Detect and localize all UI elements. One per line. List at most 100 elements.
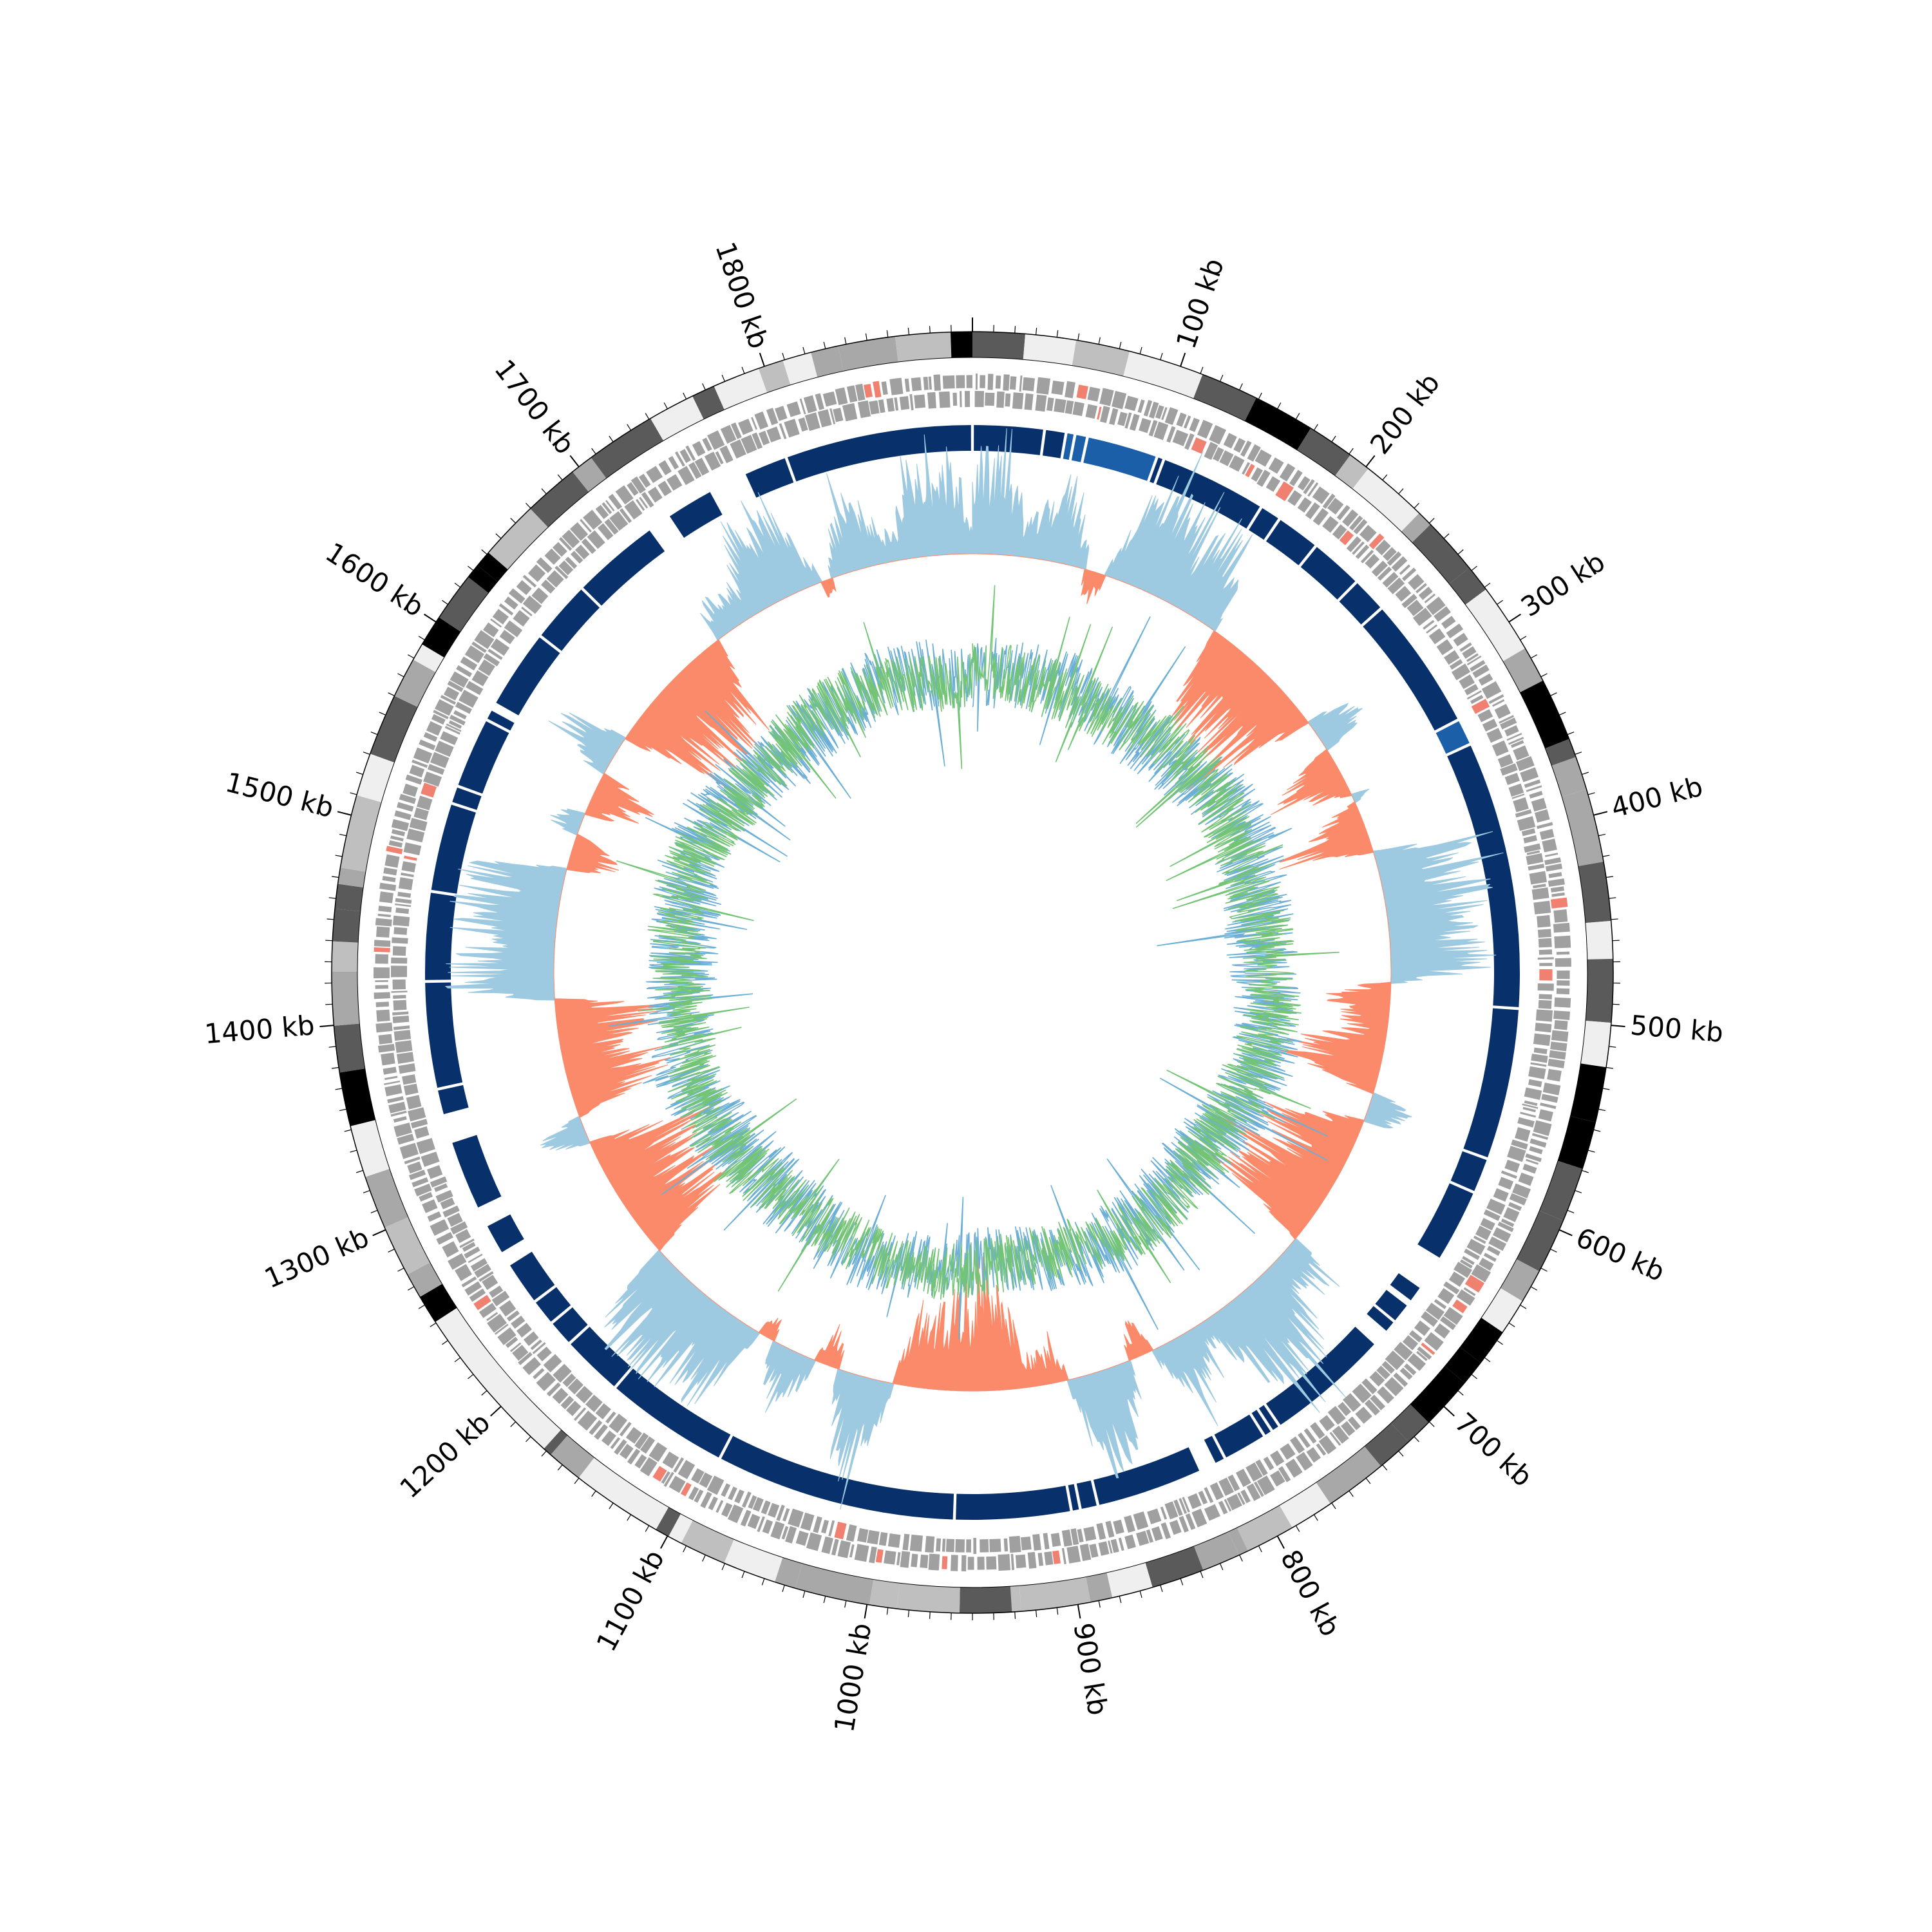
gc-skew-negative	[553, 553, 1392, 1392]
gene-block	[967, 1557, 974, 1570]
gene-block	[619, 1444, 634, 1459]
gene-block	[942, 375, 955, 389]
minor-tick	[510, 518, 516, 524]
gene-block	[414, 1126, 430, 1139]
ideogram-band	[1520, 680, 1569, 749]
minor-tick	[1014, 1611, 1016, 1619]
gene-block	[652, 1466, 667, 1482]
minor-tick	[1605, 1066, 1613, 1069]
gene-block	[1550, 886, 1564, 893]
gene-block	[1401, 594, 1417, 609]
gene-block	[730, 422, 742, 439]
gene-block	[1176, 412, 1187, 427]
gene-block	[658, 480, 672, 497]
gene-block	[803, 395, 817, 413]
minor-tick	[1077, 333, 1080, 341]
gene-block	[449, 714, 466, 726]
gene-block	[815, 393, 824, 410]
minor-tick	[1414, 1436, 1419, 1443]
ideogram-band	[591, 418, 664, 478]
gene-block	[474, 1264, 491, 1278]
gene-block	[605, 500, 615, 512]
gene-block	[426, 721, 442, 736]
gene-block	[383, 867, 397, 876]
minor-tick	[350, 792, 357, 795]
gene-block	[1296, 1452, 1313, 1471]
gene-block	[1097, 406, 1102, 420]
minor-tick	[335, 855, 343, 857]
ideogram-band	[1193, 374, 1256, 421]
gene-block	[1307, 482, 1319, 497]
gene-block	[460, 656, 478, 671]
gene-block	[821, 1536, 833, 1555]
gene-block	[928, 376, 933, 390]
gene-block	[402, 1074, 417, 1085]
gene-block	[447, 680, 464, 692]
minor-tick	[1598, 1108, 1605, 1112]
gene-block	[1500, 763, 1518, 776]
minor-tick	[1530, 1286, 1538, 1291]
gene-block	[378, 905, 392, 913]
gene-block	[1421, 1342, 1435, 1356]
gene-block	[1376, 1386, 1394, 1404]
gene-block	[421, 782, 437, 798]
gene-block	[478, 659, 495, 676]
gene-block	[806, 1532, 822, 1551]
gene-block	[738, 419, 753, 435]
gene-block	[406, 828, 425, 843]
gene-block	[1129, 413, 1140, 431]
minor-tick	[397, 673, 404, 677]
gene-block	[422, 1199, 438, 1213]
gene-block	[1555, 958, 1571, 967]
gene-block	[966, 375, 972, 388]
gene-block	[419, 739, 436, 751]
gene-block	[487, 1313, 507, 1333]
gene-block	[668, 1475, 686, 1493]
gene-block	[1481, 681, 1502, 699]
gene-block	[376, 1009, 390, 1022]
ideogram-band	[1516, 1210, 1564, 1271]
gene-block	[393, 1122, 412, 1137]
gene-block	[546, 570, 564, 588]
gene-block	[394, 810, 412, 820]
gene-block	[1488, 1236, 1507, 1251]
gene-block	[1112, 390, 1127, 410]
feature-block	[1156, 460, 1260, 529]
gene-block	[1306, 1447, 1321, 1463]
ideogram-band	[334, 1023, 365, 1073]
minor-tick	[1587, 792, 1595, 795]
minor-tick	[1035, 1610, 1037, 1618]
feature-block	[458, 721, 509, 794]
gene-block	[1540, 1103, 1557, 1110]
gene-block	[952, 392, 958, 406]
gene-block	[1359, 524, 1377, 542]
gene-block	[1548, 1058, 1565, 1068]
gene-block	[1246, 1483, 1261, 1501]
gene-block	[1464, 1274, 1485, 1293]
minor-tick	[1258, 392, 1262, 400]
gene-block	[766, 408, 779, 426]
feature-block	[616, 1368, 731, 1458]
gene-block	[627, 1448, 641, 1465]
gene-block	[1416, 583, 1427, 594]
gene-block	[1312, 486, 1330, 504]
gene-block	[408, 1107, 426, 1122]
gene-block	[1332, 524, 1347, 540]
gene-block	[583, 509, 603, 530]
gene-block	[455, 1264, 473, 1282]
gene-block	[615, 485, 634, 505]
feature-block	[496, 637, 560, 715]
gene-block	[1310, 1422, 1325, 1439]
gene-block	[585, 1394, 603, 1412]
ideogram-band	[370, 696, 418, 763]
gene-block	[1526, 785, 1542, 792]
gene-block	[636, 498, 645, 511]
gene-block	[375, 985, 388, 989]
ideogram-band	[1023, 334, 1077, 366]
gene-block	[494, 1323, 509, 1335]
gene-block	[831, 1539, 839, 1556]
gene-block	[1554, 935, 1571, 949]
gene-block	[605, 1411, 616, 1424]
gene-block	[399, 1142, 419, 1159]
ideogram-band	[959, 1586, 1012, 1614]
